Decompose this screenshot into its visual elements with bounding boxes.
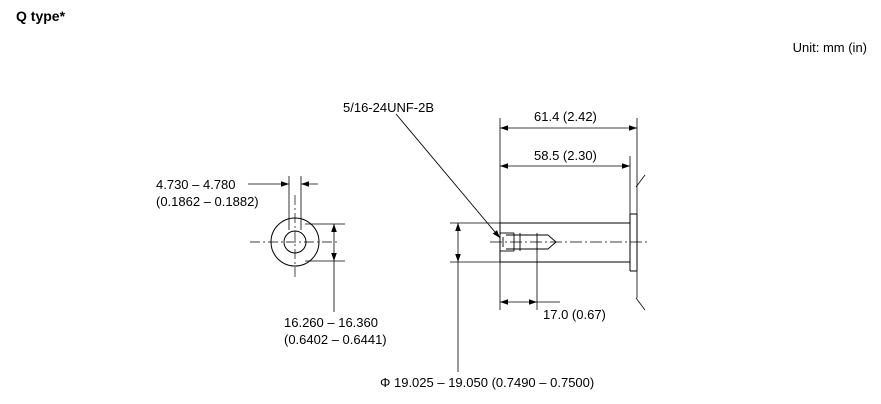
end-diameter-in-label: (0.6402 – 0.6441) — [284, 332, 387, 347]
thread-spec-label: 5/16-24UNF-2B — [343, 100, 435, 115]
side-view — [395, 113, 648, 372]
thread-leader — [395, 113, 501, 239]
end-view — [248, 176, 345, 312]
thread-depth-label: 17.0 (0.67) — [543, 307, 606, 322]
overall-length-label: 61.4 (2.42) — [534, 109, 597, 124]
body-length-label: 58.5 (2.30) — [534, 148, 597, 163]
hole-diameter-in-label: (0.1862 – 0.1882) — [156, 194, 259, 209]
shaft-diameter-label: Φ 19.025 – 19.050 (0.7490 – 0.7500) — [380, 375, 595, 390]
end-diameter-mm-label: 16.260 – 16.360 — [284, 315, 378, 330]
unit-label: Unit: mm (in) — [792, 40, 867, 55]
page-title: Q type* — [16, 8, 66, 24]
break-line-bottom — [635, 297, 646, 311]
threaded-hole — [500, 232, 557, 252]
hole-diameter-mm-label: 4.730 – 4.780 — [156, 177, 236, 192]
break-line-top — [635, 174, 646, 188]
